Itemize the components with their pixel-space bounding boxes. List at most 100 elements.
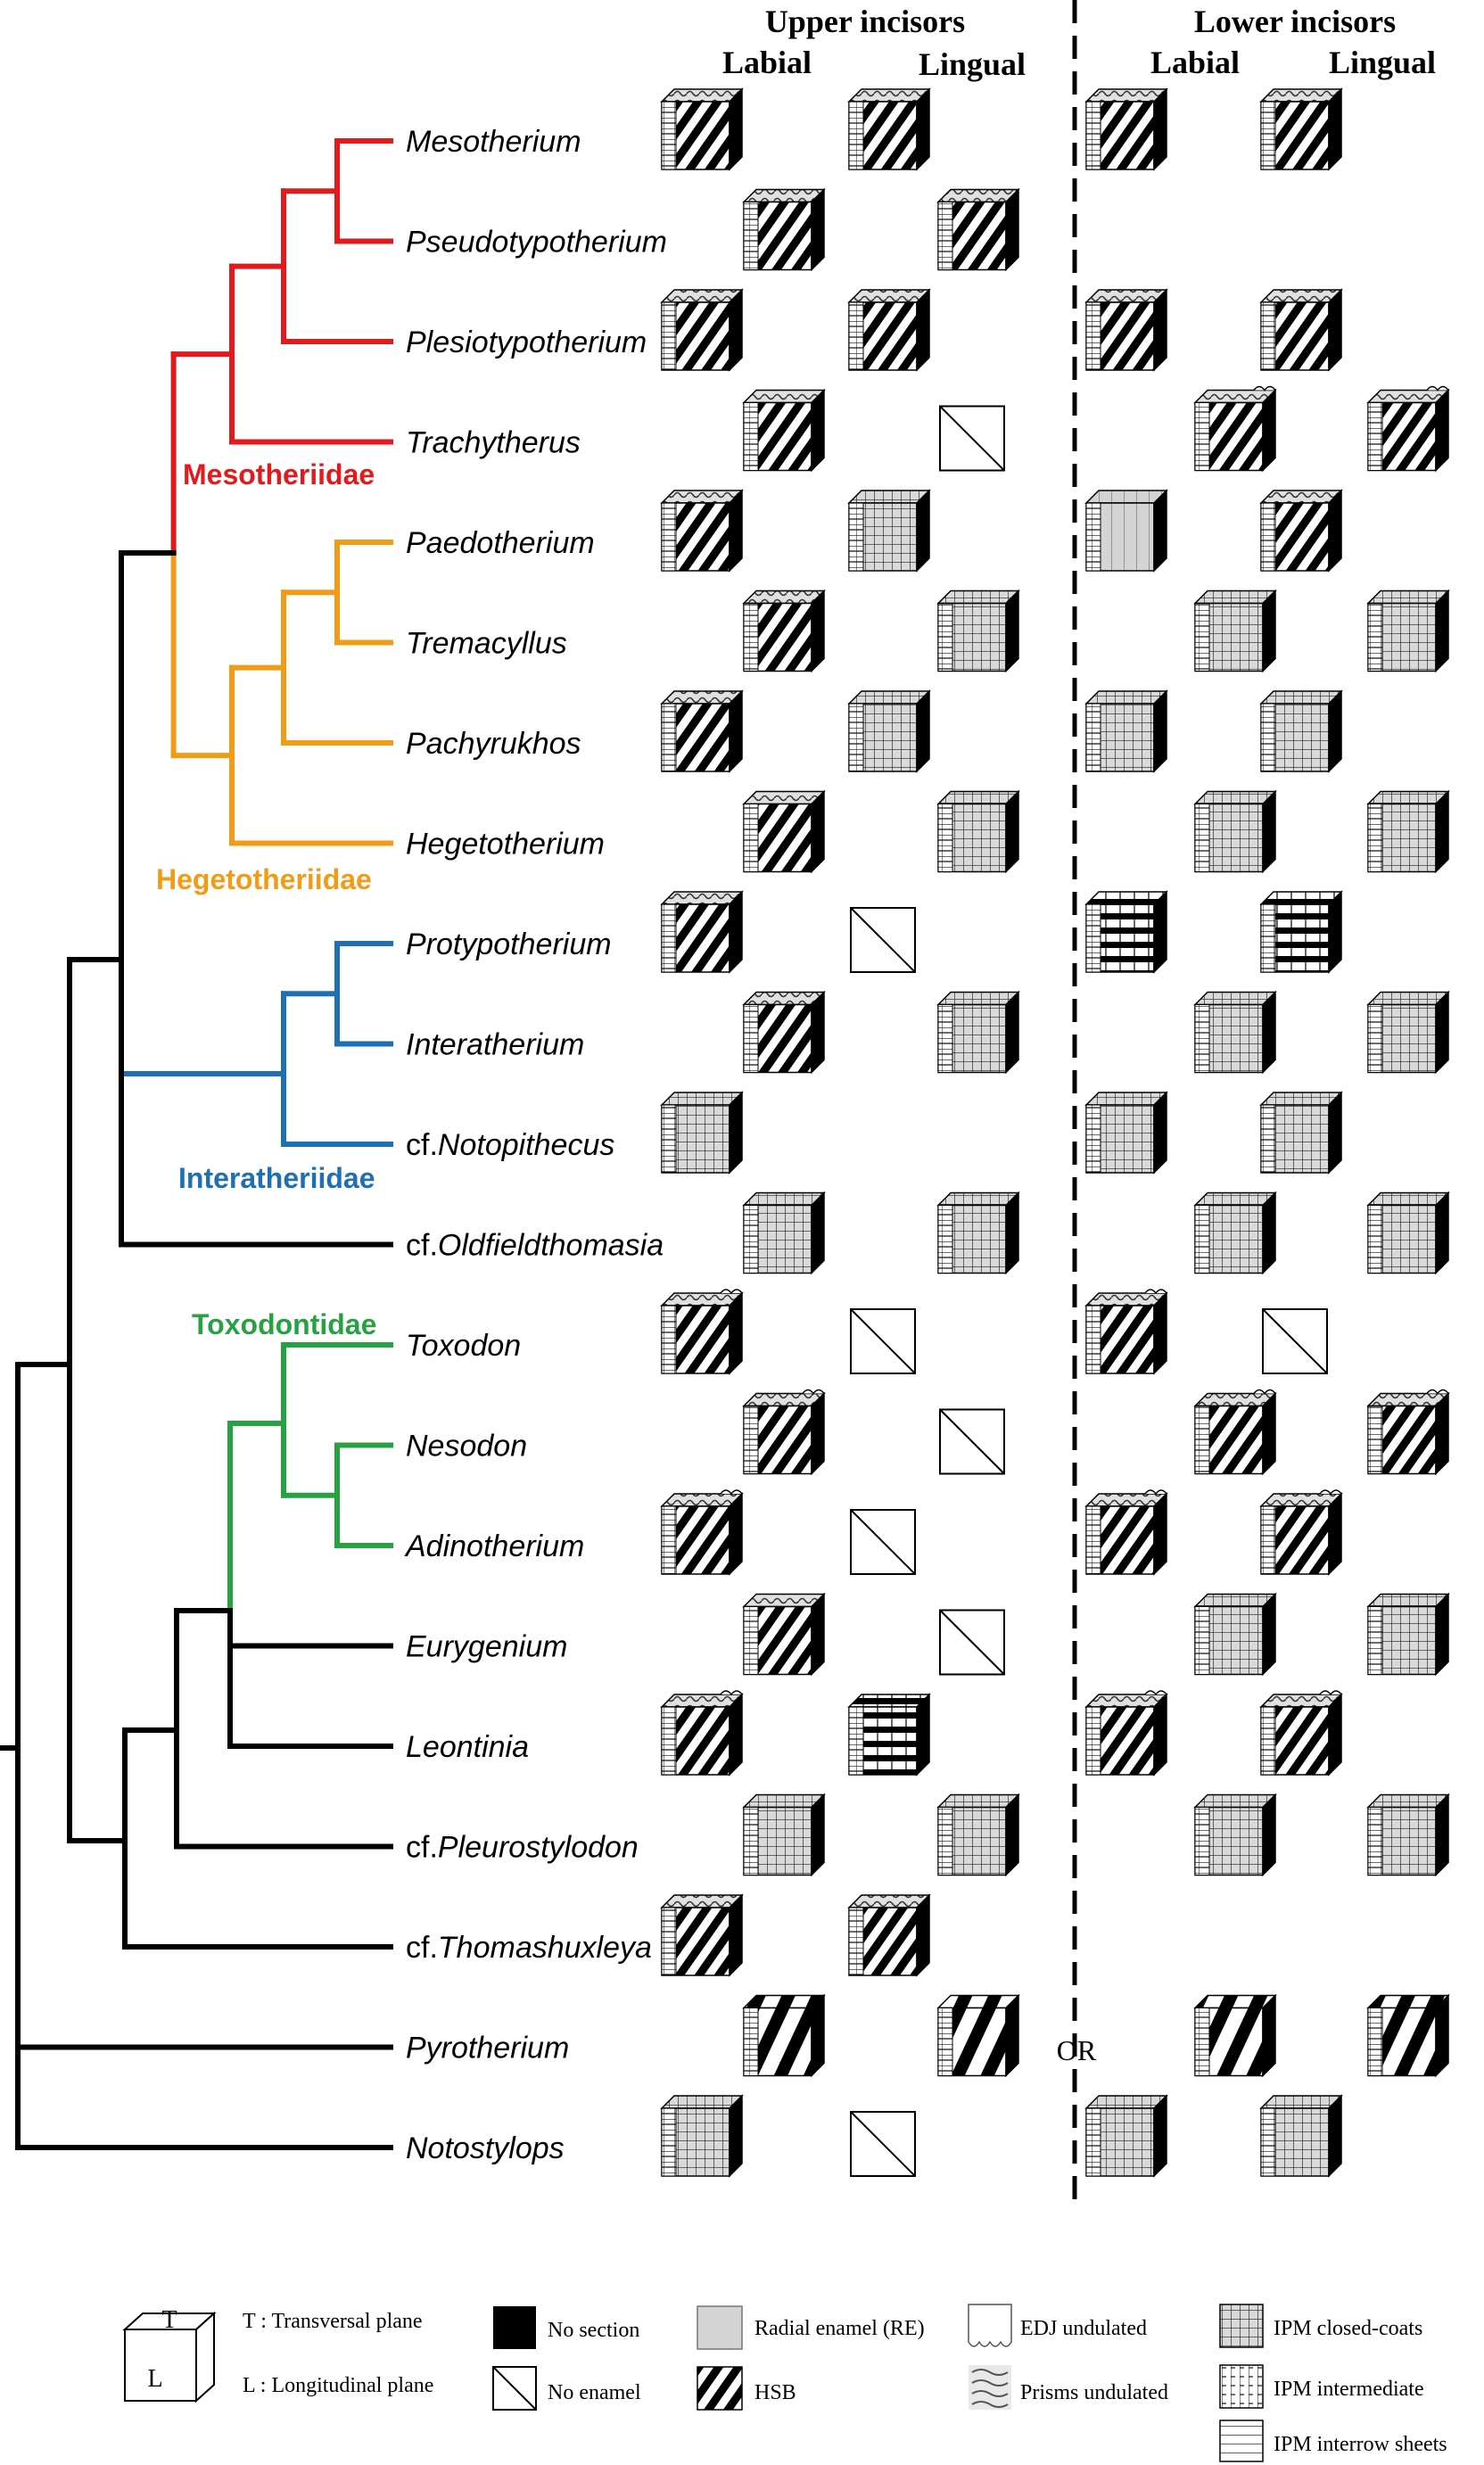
enamel-cube-lower-lingual: [1366, 1389, 1450, 1476]
taxon-label: Eurygenium: [406, 1630, 567, 1664]
cube-front-letter: L: [147, 2365, 162, 2393]
enamel-cube-lower-labial: [1084, 1690, 1168, 1777]
taxa-rows: MesotheriumPseudotypotheriumPlesiotypoth…: [404, 87, 1450, 2178]
family-label-hegetotheriidae: Hegetotheriidae: [156, 863, 372, 895]
enamel-cube-upper-labial: [660, 87, 744, 171]
enamel-cube-lower-labial: [1084, 489, 1168, 573]
taxon-name: Eurygenium: [406, 1630, 567, 1664]
enamel-cube-lower-labial: [1084, 890, 1168, 974]
legend-prisms-undulated: Prisms undulated: [1020, 2381, 1168, 2404]
enamel-cube-upper-lingual: [847, 689, 931, 773]
cube-top-letter: T: [161, 2306, 177, 2334]
enamel-cube-upper-lingual: [939, 405, 1005, 472]
enamel-cube-upper-labial: [742, 789, 826, 874]
enamel-cube-upper-labial: [660, 1091, 744, 1175]
edj-undulated-swatch: [968, 2304, 1012, 2347]
enamel-cube-lower-labial: [1193, 1592, 1277, 1677]
taxon-name: Pyrotherium: [406, 2032, 569, 2065]
legend-no-enamel: No enamel: [548, 2381, 641, 2404]
taxon-row-pleurostylodon: cf.Pleurostylodon: [406, 1793, 1450, 1877]
enamel-cube-lower-labial: [1084, 2094, 1168, 2178]
radial-enamel-swatch: [697, 2305, 743, 2350]
taxon-label: Pseudotypotherium: [406, 226, 667, 260]
taxon-name: Trachytherus: [406, 426, 581, 460]
taxon-row-protypotherium: Protypotherium: [406, 890, 1343, 974]
taxon-label: Protypotherium: [406, 927, 612, 961]
upper-labial-header: Labial: [722, 45, 812, 80]
legend-transversal: T : Transversal plane: [243, 2310, 423, 2333]
ipm-closed-swatch: [1219, 2304, 1264, 2348]
enamel-cube-upper-labial: [660, 1489, 744, 1576]
upper-lingual-header: Lingual: [919, 46, 1026, 82]
enamel-cube-upper-labial: [742, 1793, 826, 1877]
enamel-cube-upper-labial: [742, 1993, 826, 2078]
taxon-label: cf.Pleurostylodon: [406, 1831, 639, 1865]
taxon-label: Adinotherium: [404, 1529, 584, 1563]
taxon-row-notostylops: Notostylops: [406, 2094, 1343, 2178]
family-label-toxodontidae: Toxodontidae: [192, 1308, 376, 1340]
taxon-label: Pachyrukhos: [406, 727, 581, 761]
enamel-cube-lower-labial: [1193, 385, 1277, 473]
taxon-label: cf.Notopithecus: [406, 1128, 614, 1162]
taxon-row-pachyrukhos: Pachyrukhos: [406, 689, 1343, 773]
legend-hsb: HSB: [754, 2381, 796, 2404]
enamel-cube-upper-lingual: [847, 1893, 931, 1977]
taxon-prefix: cf.: [406, 1831, 438, 1865]
enamel-cube-upper-labial: [660, 1893, 744, 1977]
taxon-name: Pachyrukhos: [406, 727, 581, 761]
enamel-cube-lower-labial: [1084, 689, 1168, 773]
enamel-cube-lower-labial: [1193, 1993, 1277, 2078]
enamel-cube-upper-labial: [660, 689, 744, 773]
taxon-name: Thomashuxleya: [438, 1931, 652, 1965]
enamel-cube-upper-labial: [742, 1592, 826, 1677]
taxon-label: Toxodon: [406, 1329, 521, 1363]
enamel-cube-lower-labial: [1193, 1793, 1277, 1877]
enamel-cube-upper-lingual: [936, 589, 1020, 673]
enamel-cube-lower-lingual: [1259, 288, 1343, 372]
taxon-label: Paedotherium: [406, 526, 595, 560]
orientation-cube: T L: [122, 2306, 217, 2403]
or-label: OR: [1057, 2034, 1097, 2066]
enamel-cube-upper-lingual: [850, 2111, 916, 2177]
taxon-row-mesotherium: Mesotherium: [406, 87, 1343, 171]
upper-incisors-header: Upper incisors: [765, 4, 965, 39]
enamel-cube-upper-lingual: [847, 489, 931, 573]
lower-incisors-header: Lower incisors: [1194, 4, 1396, 39]
taxon-row-paedotherium: Paedotherium: [406, 489, 1343, 573]
taxon-name: Toxodon: [406, 1329, 521, 1363]
no-section-swatch: [493, 2306, 536, 2349]
taxon-row-interatherium: Interatherium: [406, 990, 1450, 1075]
enamel-cube-upper-labial: [660, 890, 744, 974]
taxon-label: Tremacyllus: [406, 627, 567, 661]
enamel-cube-lower-labial: [1193, 789, 1277, 874]
enamel-cube-upper-lingual: [850, 1308, 916, 1374]
taxon-name: Plesiotypotherium: [406, 326, 647, 359]
enamel-cube-upper-lingual: [936, 789, 1020, 874]
enamel-cube-lower-labial: [1193, 589, 1277, 673]
enamel-cube-lower-lingual: [1366, 385, 1450, 473]
enamel-cube-lower-labial: [1084, 87, 1168, 171]
enamel-cube-upper-labial: [742, 1191, 826, 1275]
taxon-name: Paedotherium: [406, 526, 595, 560]
taxon-row-pseudotypotherium: Pseudotypotherium: [406, 187, 1020, 272]
taxon-row-oldfieldthomasia: cf.Oldfieldthomasia: [406, 1191, 1450, 1275]
taxon-prefix: cf.: [406, 1931, 438, 1965]
legend-ipm-interrow: IPM interrow sheets: [1274, 2433, 1447, 2456]
legend-ipm-intermediate: IPM intermediate: [1274, 2378, 1424, 2401]
enamel-cube-lower-lingual: [1366, 990, 1450, 1075]
taxon-label: Hegetotherium: [406, 828, 605, 862]
enamel-cube-upper-lingual: [847, 87, 931, 171]
enamel-cube-upper-lingual: [850, 1509, 916, 1575]
enamel-cube-lower-lingual: [1259, 2094, 1343, 2178]
taxon-prefix: cf.: [406, 1128, 438, 1162]
family-label-mesotheriidae: Mesotheriidae: [183, 458, 375, 491]
enamel-cube-lower-lingual: [1366, 1191, 1450, 1275]
taxon-name: Interatherium: [406, 1028, 584, 1062]
legend-radial-enamel: Radial enamel (RE): [754, 2317, 925, 2340]
legend-no-section: No section: [548, 2319, 639, 2342]
taxon-name: Pleurostylodon: [438, 1831, 639, 1865]
enamel-cube-lower-lingual: [1262, 1308, 1328, 1374]
taxon-name: Tremacyllus: [406, 627, 567, 661]
taxon-name: Notopithecus: [438, 1128, 614, 1162]
